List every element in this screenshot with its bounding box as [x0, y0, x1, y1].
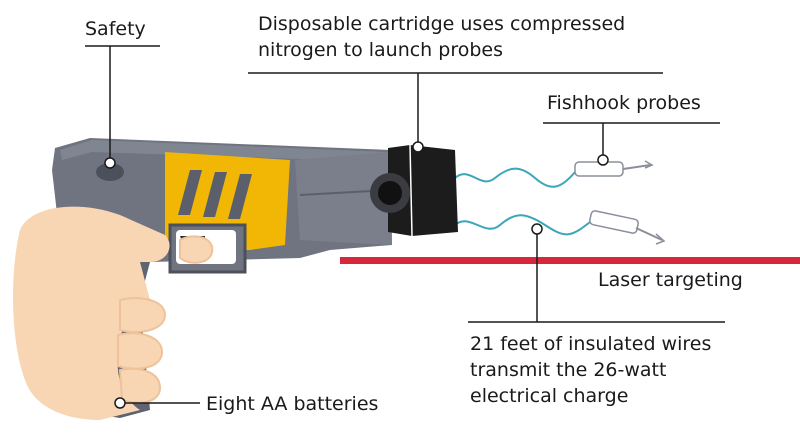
- wires-label-line1: 21 feet of insulated wires: [470, 333, 712, 355]
- batteries-label: Eight AA batteries: [206, 393, 379, 415]
- safety-switch: [96, 163, 124, 181]
- wires-label-line3: electrical charge: [470, 385, 629, 407]
- probes-label: Fishhook probes: [547, 92, 701, 114]
- upper-wire: [454, 167, 576, 188]
- cartridge-label-line1: Disposable cartridge uses compressed: [258, 13, 626, 35]
- leader-dots: [104, 141, 609, 409]
- laser-label: Laser targeting: [598, 269, 743, 291]
- cartridge-label-line2: nitrogen to launch probes: [258, 39, 503, 61]
- laser-beam: [340, 257, 800, 264]
- safety-label: Safety: [85, 18, 146, 40]
- wires-label-line2: transmit the 26-watt: [470, 359, 667, 381]
- upper-probe: [574, 160, 654, 177]
- hand: [13, 206, 214, 420]
- cartridge: [370, 144, 458, 237]
- lower-wire: [454, 214, 591, 236]
- leader-lines: [85, 45, 725, 404]
- lower-probe: [589, 210, 666, 245]
